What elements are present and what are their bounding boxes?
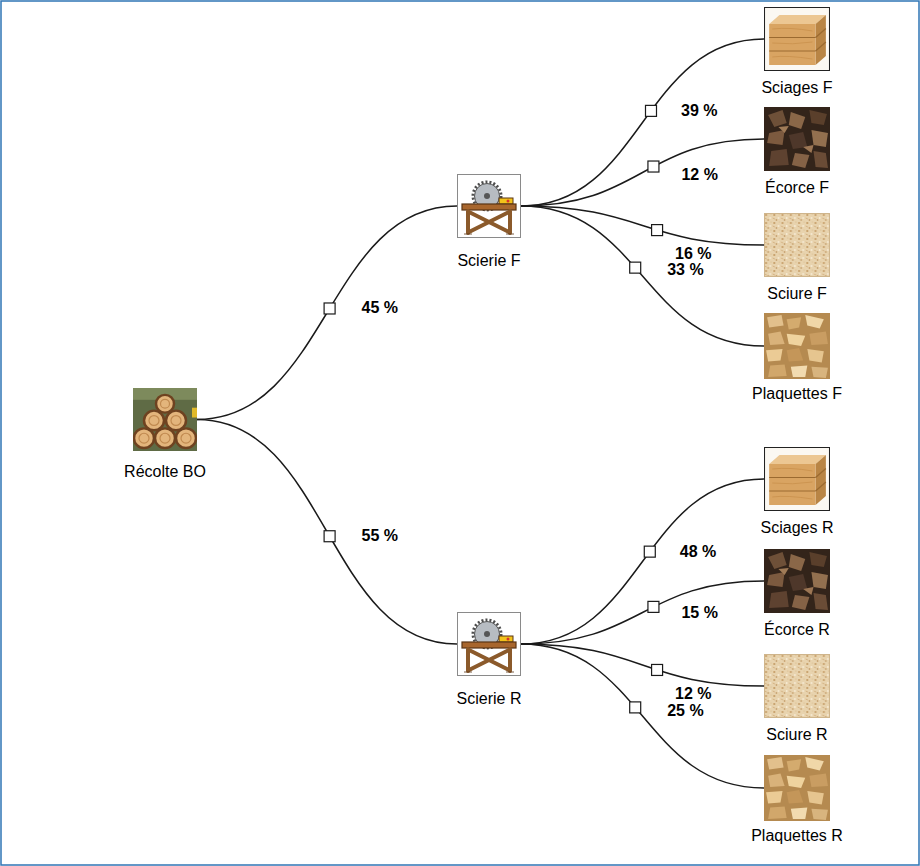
flow-curve: [521, 581, 764, 644]
node-icon: [764, 549, 830, 613]
percent-label: 45 %: [360, 299, 400, 317]
flow-marker: [648, 161, 659, 172]
node-icon: [764, 107, 830, 171]
flow-curve: [521, 139, 764, 206]
flow-curve: [197, 206, 457, 420]
flow-curve: [521, 479, 764, 644]
flow-markers: [324, 105, 662, 713]
icon-picture: [764, 755, 830, 821]
icon-picture: [764, 654, 830, 718]
icon-picture: [133, 388, 197, 451]
product-node: Sciure R: [764, 654, 830, 744]
node-icon: [764, 213, 830, 277]
product-node: Plaquettes R: [751, 755, 843, 845]
node-icon: [764, 755, 830, 821]
flow-curve: [521, 206, 764, 346]
percent-label: 33 %: [665, 261, 705, 279]
flow-curve: [521, 644, 764, 686]
flow-marker: [324, 303, 335, 314]
percent-label: 25 %: [665, 702, 705, 720]
product-node: Écorce R: [764, 549, 830, 639]
node-icon: [764, 7, 830, 71]
node-icon: [764, 313, 830, 379]
flow-marker: [652, 664, 663, 675]
icon-picture: [765, 448, 830, 511]
node-label: Scierie F: [457, 252, 520, 270]
sawmill-node: Scierie R: [457, 612, 522, 708]
flow-curve: [521, 206, 764, 245]
node-label: Plaquettes R: [751, 827, 843, 845]
node-label: Récolte BO: [124, 463, 206, 481]
flow-marker: [645, 105, 656, 116]
node-icon: [457, 174, 521, 238]
percent-label: 15 %: [679, 604, 719, 622]
connectors: [197, 39, 764, 788]
flow-marker: [630, 262, 641, 273]
percent-label: 12 %: [679, 166, 719, 184]
node-label: Sciages F: [761, 79, 832, 97]
icon-picture: [458, 613, 521, 676]
flow-curve: [521, 39, 764, 206]
flow-marker: [630, 702, 641, 713]
product-node: Plaquettes F: [752, 313, 842, 403]
percent-label: 48 %: [678, 543, 718, 561]
product-node: Sciages R: [761, 447, 834, 537]
node-icon: [457, 612, 521, 676]
node-label: Sciure R: [766, 726, 827, 744]
flow-curve: [521, 644, 764, 788]
flow-marker: [648, 601, 659, 612]
flow-curve: [197, 420, 457, 645]
node-icon: [764, 447, 830, 511]
percent-label: 39 %: [679, 102, 719, 120]
product-node: Sciure F: [764, 213, 830, 303]
percent-label: 12 %: [673, 685, 713, 703]
icon-picture: [764, 213, 830, 277]
node-label: Sciure F: [767, 285, 827, 303]
node-label: Écorce F: [765, 179, 829, 197]
flow-marker: [324, 531, 335, 542]
flow-marker: [652, 225, 663, 236]
icon-picture: [764, 107, 830, 171]
product-node: Sciages F: [761, 7, 832, 97]
node-label: Écorce R: [764, 621, 830, 639]
percent-label: 55 %: [360, 527, 400, 545]
icon-picture: [764, 313, 830, 379]
icon-picture: [764, 549, 830, 613]
product-node: Écorce F: [764, 107, 830, 197]
node-icon: [133, 388, 197, 451]
node-label: Plaquettes F: [752, 385, 842, 403]
icon-picture: [458, 175, 521, 238]
node-label: Sciages R: [761, 519, 834, 537]
node-label: Scierie R: [457, 690, 522, 708]
flow-marker: [644, 546, 655, 557]
icon-picture: [765, 8, 830, 71]
sawmill-node: Scierie F: [457, 174, 521, 270]
source-node: Récolte BO: [124, 388, 206, 481]
node-icon: [764, 654, 830, 718]
